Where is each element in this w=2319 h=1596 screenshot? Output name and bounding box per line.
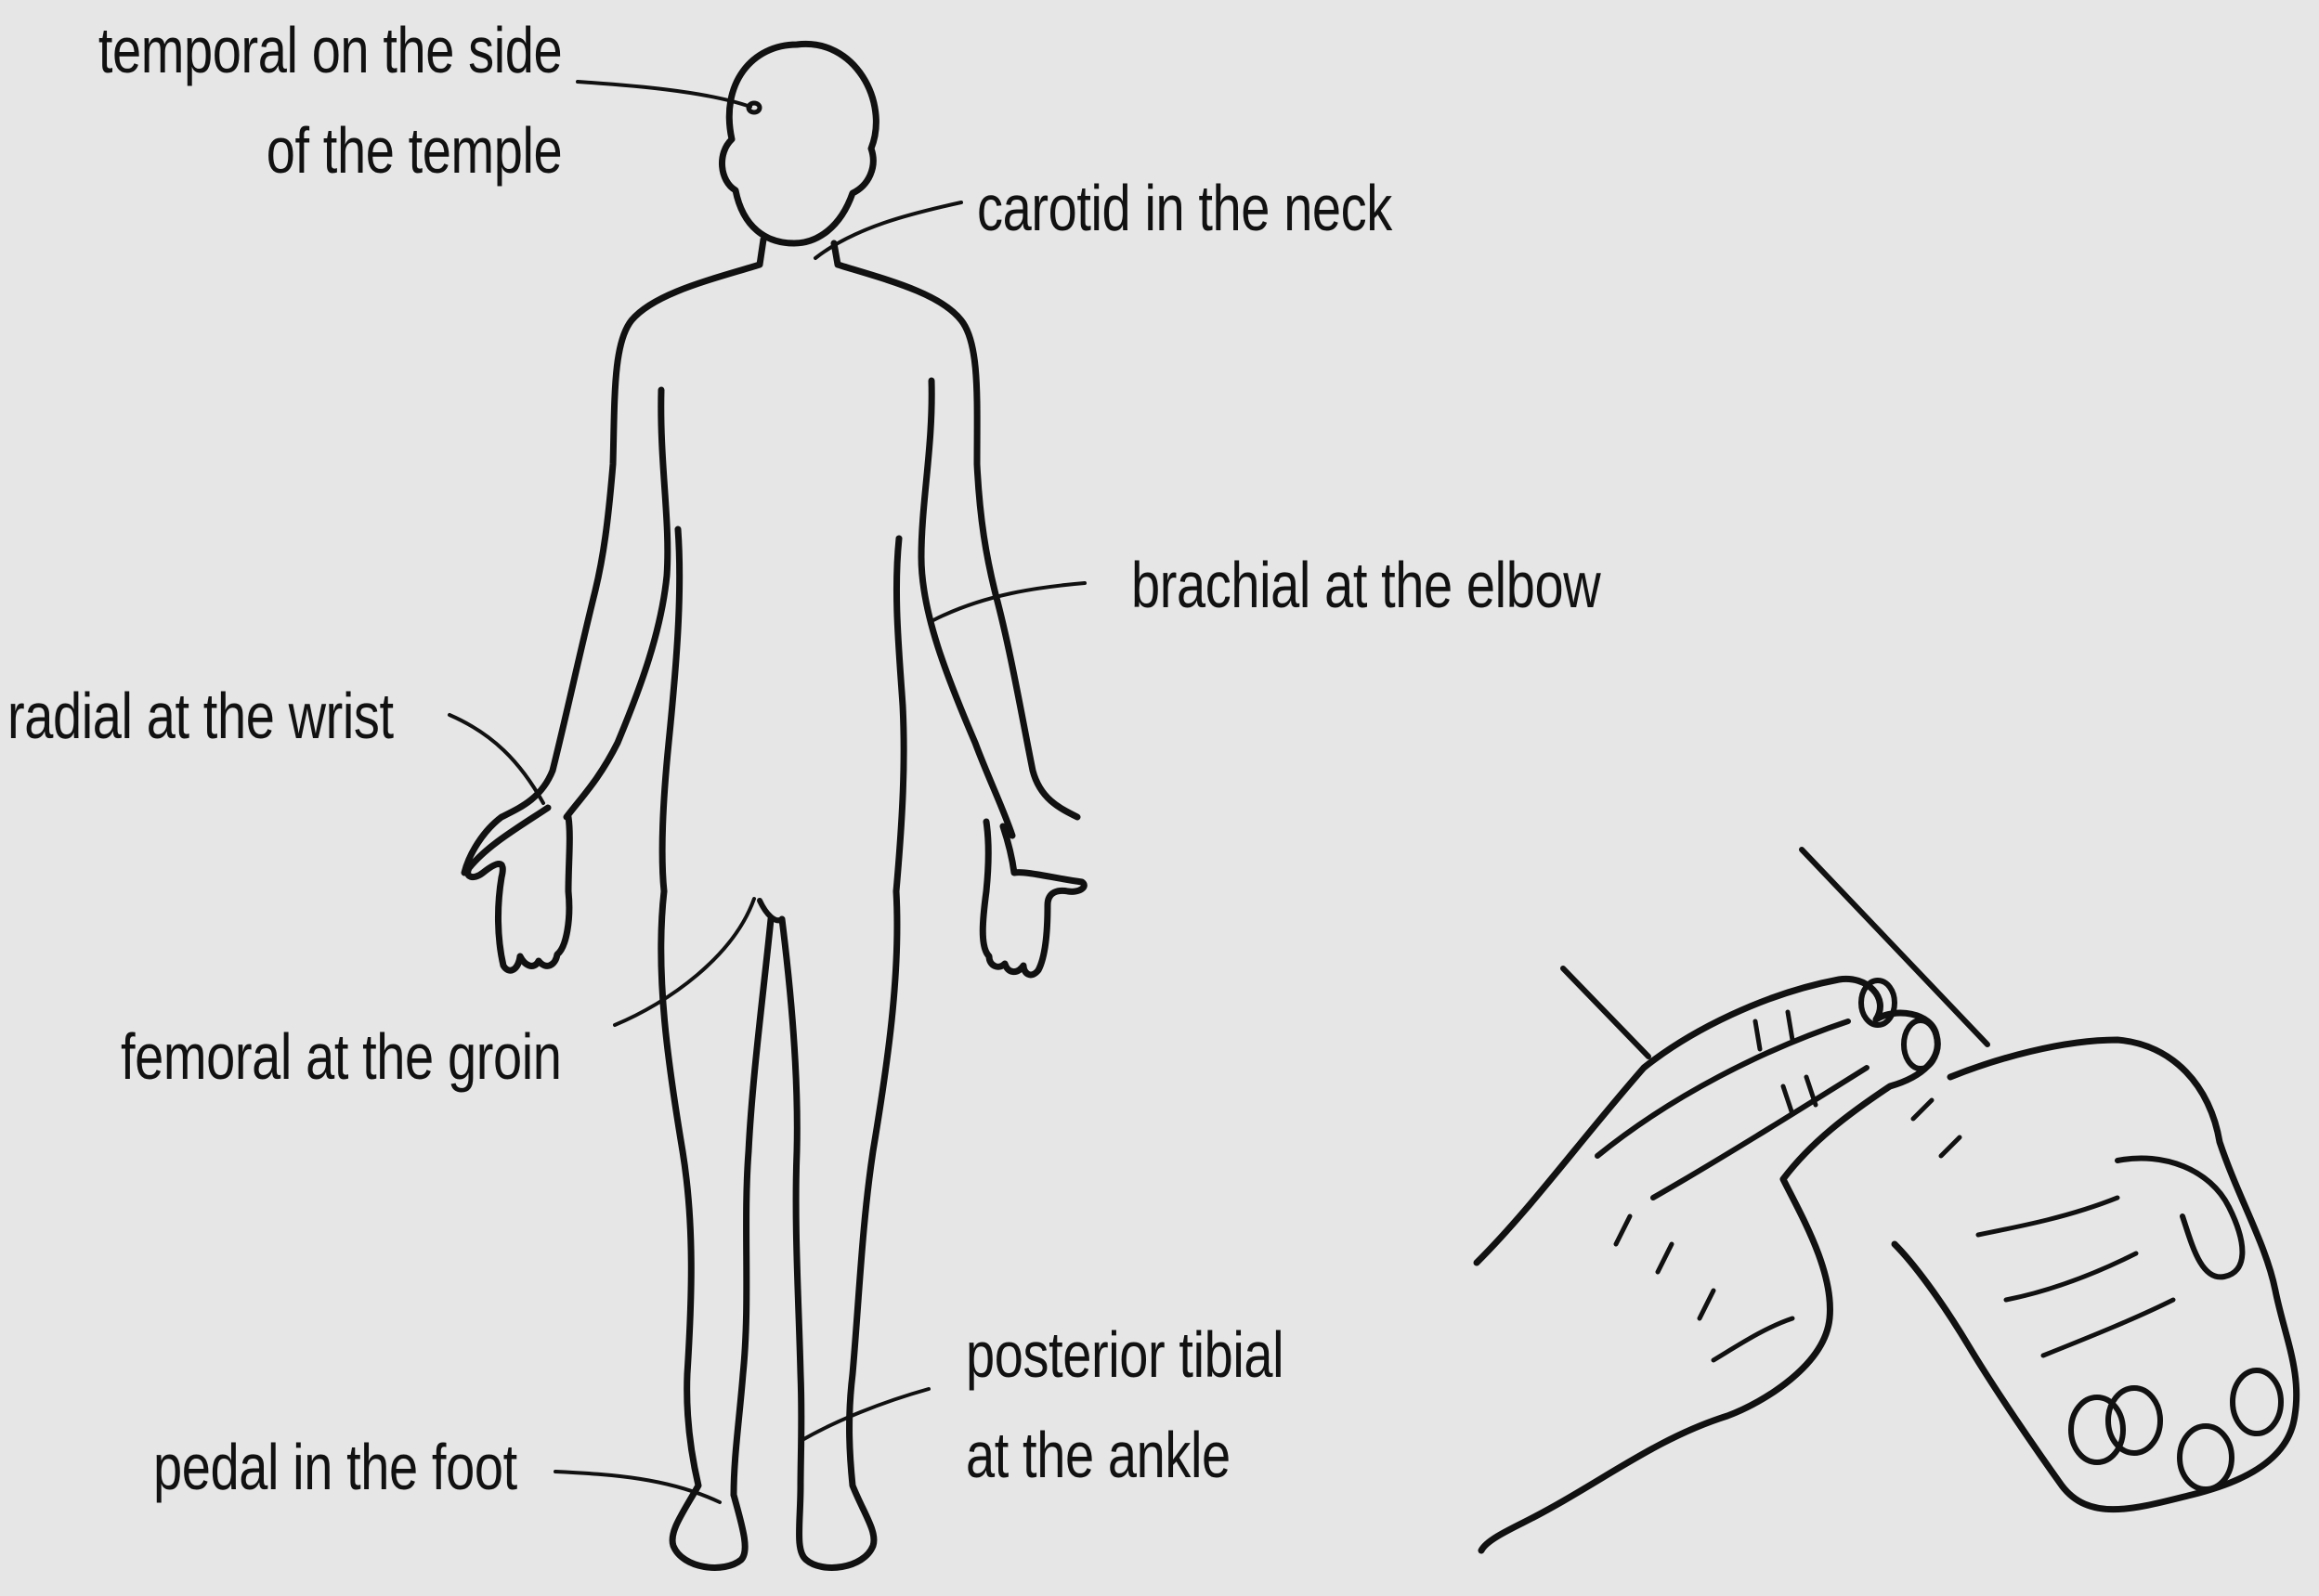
leader-carotid <box>814 201 963 260</box>
label-posterior-tibial: posterior tibial at the ankle <box>966 1304 1284 1505</box>
fingertip-2 <box>1901 1018 1940 1071</box>
groin-line <box>757 898 785 924</box>
label-temporal: temporal on the side of the temple <box>98 0 563 201</box>
label-temporal-line-1: temporal on the side <box>98 14 563 86</box>
label-radial-text: radial at the wrist <box>7 680 394 752</box>
left-leg-inner <box>730 915 775 1499</box>
label-carotid-text: carotid in the neck <box>977 172 1392 244</box>
pulse-check-hands-drawing <box>1473 847 2300 1554</box>
examiner-palm-lines <box>1613 1213 1795 1363</box>
left-leg-outer <box>658 888 749 1571</box>
right-hand <box>979 818 1088 979</box>
patient-palm-creases <box>1910 1097 2176 1358</box>
right-arm-inner <box>918 377 1016 839</box>
label-posterior-tibial-line-1: posterior tibial <box>966 1318 1284 1391</box>
label-brachial: brachial at the elbow <box>1131 535 1601 635</box>
patient-thumb <box>2115 1155 2246 1280</box>
temporal-dot <box>746 100 762 115</box>
patient-forearm-line-2 <box>1799 847 1990 1047</box>
label-brachial-text: brachial at the elbow <box>1131 549 1601 621</box>
left-hand <box>464 804 573 974</box>
label-pedal: pedal in the foot <box>153 1417 517 1517</box>
torso-right <box>892 535 907 895</box>
patient-hand <box>1891 1036 2300 1513</box>
label-posterior-tibial-line-2: at the ankle <box>966 1419 1231 1491</box>
label-radial: radial at the wrist <box>7 666 394 766</box>
leader-brachial <box>932 581 1087 622</box>
head-outline <box>718 40 879 247</box>
patient-fingertip-4 <box>2230 1368 2284 1436</box>
patient-fingertip-1 <box>2068 1395 2126 1465</box>
label-carotid: carotid in the neck <box>977 158 1392 258</box>
leader-temporal <box>576 80 752 109</box>
leader-femoral <box>613 897 756 1027</box>
torso-left <box>658 526 684 895</box>
fingertip-1 <box>1858 978 1897 1028</box>
right-leg-outer <box>796 888 901 1571</box>
patient-fingertip-3 <box>2177 1423 2234 1492</box>
label-femoral: femoral at the groin <box>121 1006 562 1107</box>
left-arm-inner <box>563 386 671 821</box>
label-pedal-text: pedal in the foot <box>153 1431 517 1503</box>
examiner-finger-line <box>1650 1065 1870 1200</box>
leader-posterior-tibial <box>799 1387 931 1443</box>
knuckle-marks <box>1752 1009 1818 1117</box>
right-leg-inner <box>778 915 805 1489</box>
patient-forearm-line <box>1560 966 1651 1059</box>
examiner-hand <box>1473 975 1941 1554</box>
leader-radial <box>448 713 545 805</box>
examiner-finger-line-2 <box>1595 1019 1851 1159</box>
patient-fingertip-2 <box>2105 1385 2163 1456</box>
label-temporal-line-2: of the temple <box>266 114 562 187</box>
body-outline <box>461 236 1081 876</box>
leader-pedal <box>554 1470 722 1504</box>
label-femoral-text: femoral at the groin <box>121 1020 562 1093</box>
